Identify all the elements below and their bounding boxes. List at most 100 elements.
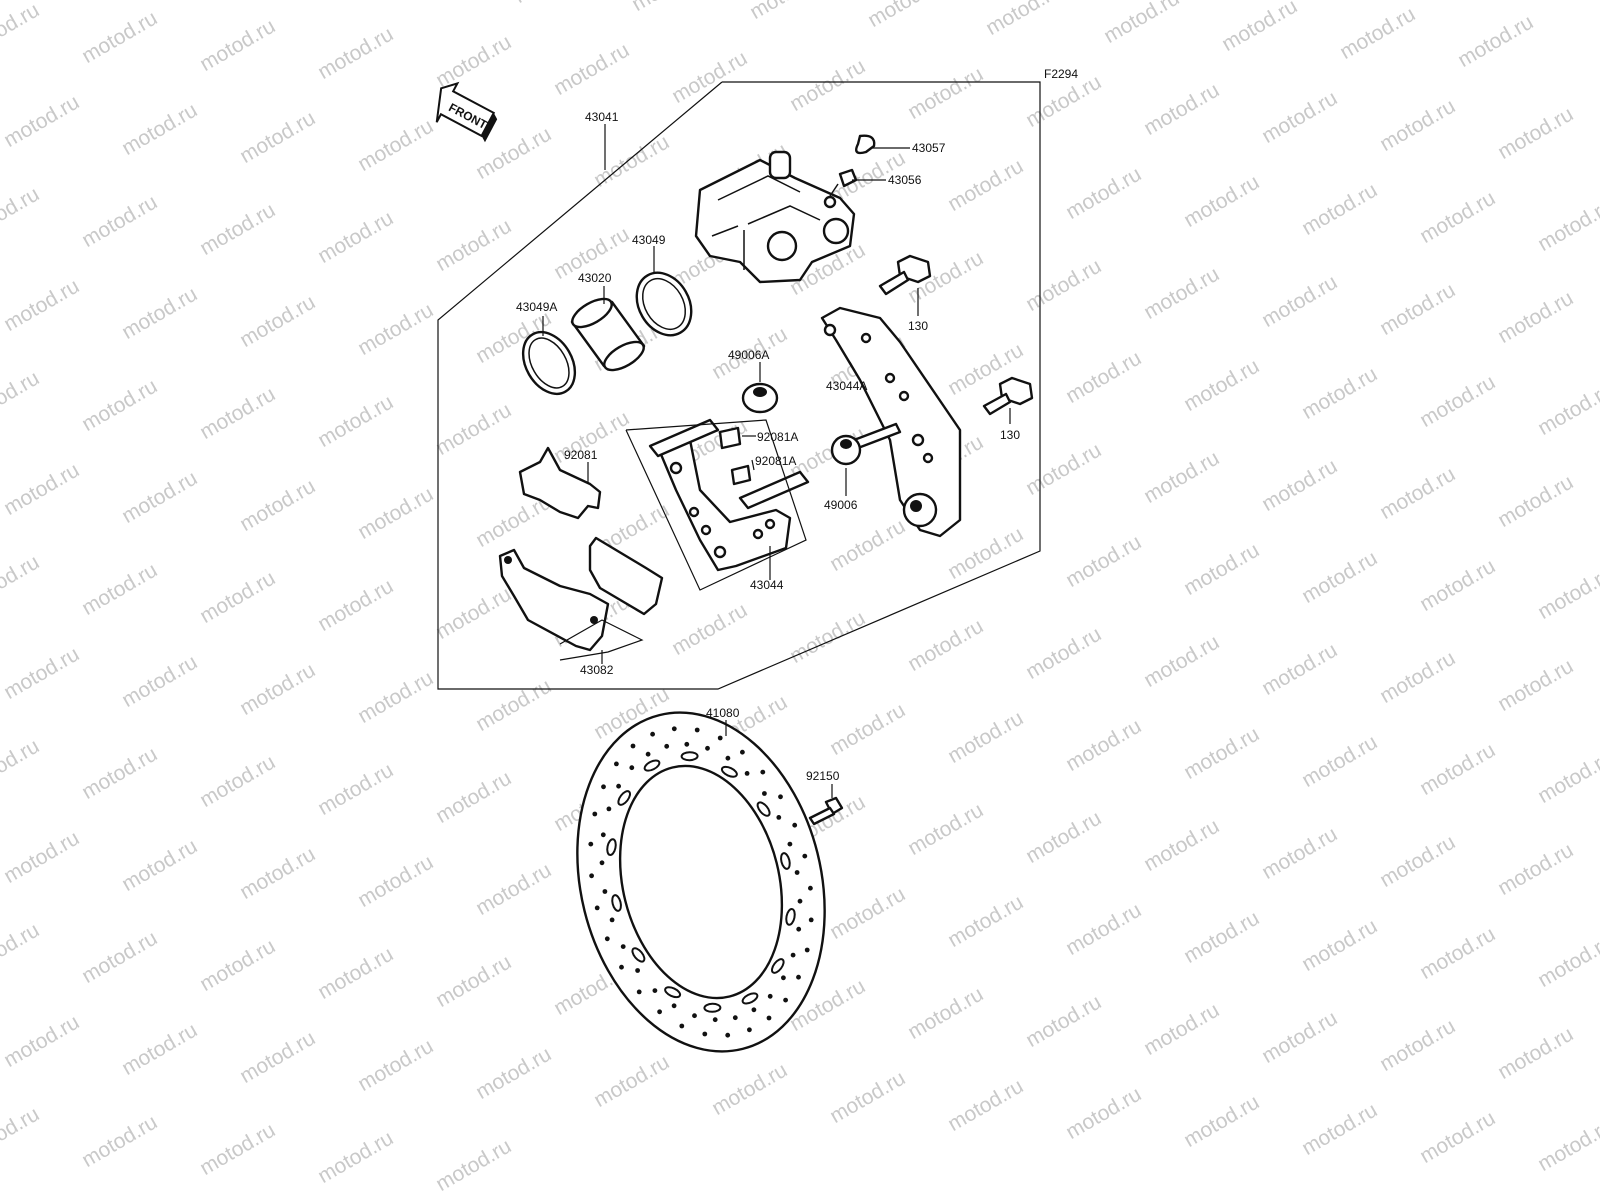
disc-hole — [781, 975, 786, 981]
caliper-bracket — [625, 418, 810, 591]
label-bushing-a: 92081A — [757, 430, 798, 444]
disc-hole — [751, 1007, 757, 1013]
disc-hole — [796, 974, 801, 980]
disc-hole — [790, 952, 796, 958]
piston-seal — [635, 271, 693, 337]
label-boot-a: 49006A — [728, 348, 769, 362]
disc-slot — [611, 894, 622, 912]
label-bleed-valve: 43056 — [888, 173, 922, 187]
disc-hole — [796, 926, 802, 932]
disc-hole — [725, 1032, 731, 1038]
label-bushing: 92081A — [755, 454, 796, 468]
label-bracket: 43044 — [750, 578, 784, 592]
part-labels: 43041 43057 43056 43049 43020 43049A 490… — [516, 110, 1020, 783]
label-bolt-top: 130 — [908, 319, 928, 333]
piston — [570, 297, 646, 372]
disc-hole — [671, 726, 677, 732]
disc-hole — [808, 917, 814, 923]
disc-slot — [756, 801, 771, 817]
label-disc: 41080 — [706, 706, 740, 720]
disc-slot — [703, 1002, 722, 1013]
disc-hole — [636, 989, 642, 995]
dust-seal — [521, 330, 577, 396]
disc-hole — [614, 761, 619, 767]
disc-hole — [679, 1023, 685, 1029]
disc-hole — [808, 885, 813, 891]
disc-slot — [606, 838, 617, 856]
brake-pads — [498, 536, 664, 661]
disc-slot — [643, 759, 661, 772]
brake-disc — [576, 711, 826, 1053]
label-bolt-mid: 130 — [1000, 428, 1020, 442]
label-pad-spring: 92081 — [564, 448, 598, 462]
disc-hole — [725, 755, 731, 761]
disc-hole — [650, 731, 655, 737]
disc-hole — [630, 743, 636, 749]
disc-hole — [692, 1013, 697, 1019]
disc-slot — [720, 765, 738, 778]
disc-hole — [767, 993, 773, 999]
disc-hole — [766, 1015, 772, 1021]
boot-a — [741, 382, 779, 414]
disc-hole — [712, 1017, 718, 1023]
bushing — [730, 464, 752, 486]
disc-hole — [671, 1003, 677, 1009]
label-bracket-a: 43044A — [826, 379, 867, 393]
disc-hole — [635, 968, 640, 973]
assembly-outline — [437, 81, 1041, 690]
label-boot: 49006 — [824, 498, 858, 512]
disc-hole — [588, 841, 594, 847]
label-cap: 43057 — [912, 141, 946, 155]
disc-hole — [792, 822, 798, 828]
disc-hole — [705, 745, 710, 751]
disc-slot — [680, 751, 699, 762]
disc-hole — [589, 873, 594, 879]
disc-hole — [802, 853, 808, 859]
label-seal: 43049 — [632, 233, 666, 247]
disc-hole — [620, 944, 626, 949]
disc-slot — [664, 986, 682, 999]
disc-hole — [619, 964, 624, 970]
disc-slot — [785, 908, 796, 926]
disc-slot — [741, 992, 759, 1005]
pad-spring — [518, 446, 602, 520]
disc-hole — [744, 771, 750, 776]
disc-hole — [762, 791, 767, 796]
disc-hole — [594, 905, 600, 911]
label-pads: 43082 — [580, 663, 614, 677]
disc-slot — [770, 958, 785, 974]
boot — [830, 422, 902, 466]
caliper-body — [694, 150, 856, 284]
disc-hole — [645, 751, 651, 757]
disc-hole — [606, 806, 612, 812]
disc-hole — [778, 794, 783, 800]
disc-slot — [617, 790, 632, 806]
leader-lines — [542, 124, 1011, 798]
disc-hole — [794, 870, 800, 875]
disc-hole — [783, 997, 788, 1003]
caliper-bracket-a — [820, 306, 962, 538]
disc-slot — [631, 947, 646, 963]
bleed-valve — [823, 168, 858, 209]
disc-hole — [740, 749, 745, 755]
bleeder-cap — [855, 134, 876, 155]
disc-hole — [604, 936, 610, 942]
bolt-top — [878, 254, 932, 296]
disc-hole — [657, 1009, 662, 1015]
disc-bolt — [808, 796, 844, 826]
label-disc-bolt: 92150 — [806, 769, 840, 783]
disc-hole — [599, 860, 605, 866]
disc-hole — [652, 988, 658, 993]
disc-hole — [616, 783, 621, 789]
label-piston: 43020 — [578, 271, 612, 285]
disc-hole — [684, 741, 690, 747]
disc-hole — [600, 832, 606, 838]
disc-hole — [592, 811, 598, 817]
disc-hole — [787, 841, 793, 847]
disc-hole — [664, 743, 670, 749]
disc-hole — [804, 947, 810, 953]
disc-hole — [609, 917, 615, 923]
disc-hole — [776, 815, 782, 820]
disc-hole — [732, 1015, 738, 1021]
